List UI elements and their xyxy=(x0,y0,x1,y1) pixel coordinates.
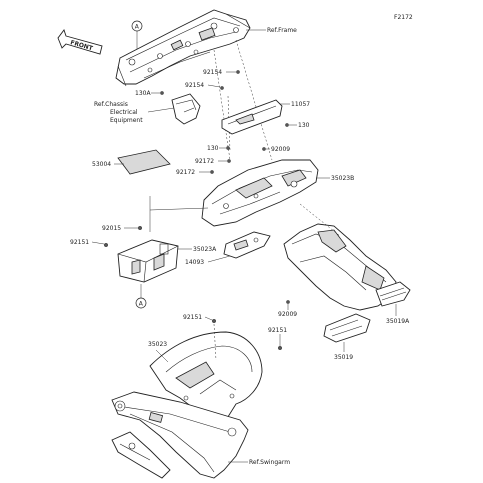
bolt-92172-a xyxy=(227,159,231,163)
swingarm xyxy=(111,391,249,479)
label-130-right: 130 xyxy=(298,122,310,129)
label-130-mid: 130 xyxy=(207,145,219,152)
ref-chassis-label-2: Electrical xyxy=(110,109,138,116)
label-92015: 92015 xyxy=(102,225,121,232)
label-plate-53004 xyxy=(117,149,171,175)
label-92172-a: 92172 xyxy=(195,158,214,165)
label-35019a: 35019A xyxy=(386,318,410,325)
fender-35023b xyxy=(201,159,319,227)
ref-chassis-label-1: Ref.Chassis xyxy=(94,101,128,108)
label-92172-b: 92172 xyxy=(176,169,195,176)
label-35023b: 35023B xyxy=(331,175,354,182)
rear-frame xyxy=(115,9,251,87)
bolt-92172-b xyxy=(210,170,214,174)
diagram-code: F2172 xyxy=(394,14,413,21)
ref-swingarm-label: Ref.Swingarm xyxy=(249,459,290,466)
bolt-92154-b xyxy=(220,86,224,90)
inner-fender-35023 xyxy=(149,323,263,427)
cover-11057 xyxy=(221,99,283,135)
label-92009-lower: 92009 xyxy=(278,311,297,318)
bolt-130-mid xyxy=(226,146,230,150)
bolt-92009-lower xyxy=(286,300,290,304)
reflector-35019 xyxy=(323,313,371,343)
label-92154-a: 92154 xyxy=(203,69,222,76)
callout-a-bottom: A xyxy=(135,284,147,309)
bracket-14093 xyxy=(223,231,271,259)
bolt-130a xyxy=(160,91,164,95)
bolt-92151-mid xyxy=(211,319,216,324)
label-35019: 35019 xyxy=(334,354,353,361)
label-92009-upper: 92009 xyxy=(271,146,290,153)
bolt-92015 xyxy=(137,225,142,230)
bolt-92009-upper xyxy=(262,147,266,151)
label-92151-mid: 92151 xyxy=(183,314,202,321)
label-11057: 11057 xyxy=(291,101,310,108)
label-92151-left: 92151 xyxy=(70,239,89,246)
label-35023a: 35023A xyxy=(193,246,217,253)
bolt-130-right xyxy=(285,123,289,127)
bolt-92154-a xyxy=(236,70,240,74)
label-53004: 53004 xyxy=(92,161,111,168)
tail-cover-35019a xyxy=(283,203,411,311)
front-label: FRONT xyxy=(69,39,94,52)
svg-text:A: A xyxy=(139,300,144,307)
bolt-92151-right xyxy=(278,346,283,351)
ref-chassis-label-3: Equipment xyxy=(110,117,143,124)
label-92154-b: 92154 xyxy=(185,82,204,89)
front-arrow-icon: FRONT xyxy=(57,29,103,55)
label-14093: 14093 xyxy=(185,259,204,266)
svg-text:A: A xyxy=(135,23,140,30)
chassis-bracket xyxy=(171,93,201,125)
tray-35023a xyxy=(117,239,179,283)
ref-frame-label: Ref.Frame xyxy=(267,27,297,34)
callout-a-top: A xyxy=(131,20,143,54)
bolt-92151-left xyxy=(103,242,108,247)
label-35023: 35023 xyxy=(148,341,167,348)
label-92151-right: 92151 xyxy=(268,327,287,334)
label-130a: 130A xyxy=(135,90,151,97)
